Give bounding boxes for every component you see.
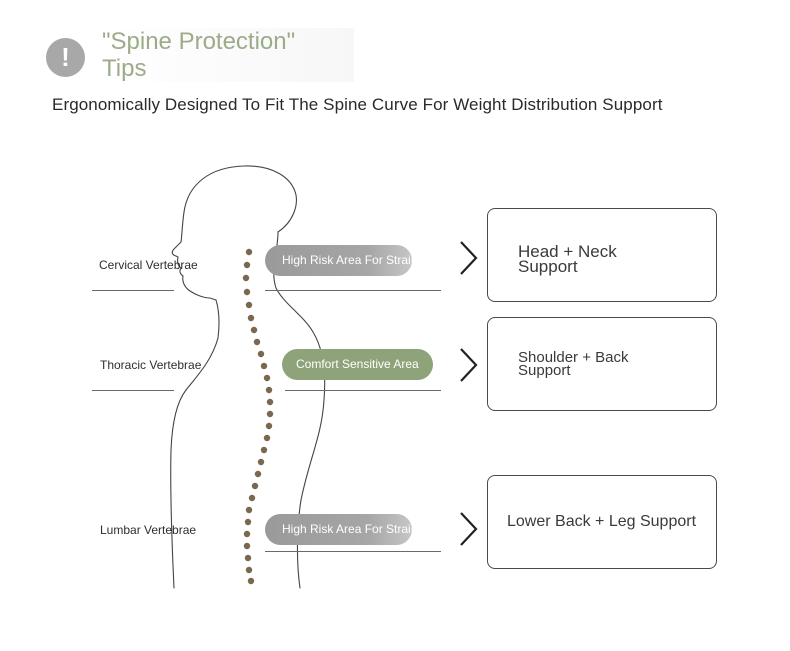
lower-back-leg-support-text: Lower Back + Leg Support — [507, 513, 697, 530]
spine-dot — [265, 422, 273, 430]
title-block: ! "Spine Protection" Tips — [46, 28, 356, 86]
spine-dot — [263, 374, 271, 382]
cervical-risk-area-pill: High Risk Area For Strain — [265, 245, 412, 276]
spine-dot — [243, 542, 251, 550]
cervical-vertebrae-label: Cervical Vertebrae — [99, 258, 198, 272]
chevron-right-icon — [460, 512, 478, 546]
page-title: "Spine Protection" Tips — [102, 28, 354, 82]
spine-dot — [245, 506, 253, 514]
spine-dot — [266, 410, 274, 418]
title-line-2: Tips — [102, 55, 147, 82]
spine-dot — [260, 446, 268, 454]
shoulder-back-line-2: Support — [518, 362, 571, 379]
spine-dot — [266, 398, 274, 406]
spine-dot — [243, 530, 251, 538]
spine-dot — [243, 261, 251, 269]
spine-dots — [242, 248, 274, 585]
shoulder-back-support-box: Shoulder + Back Support — [487, 317, 717, 411]
spine-dot — [257, 350, 265, 358]
spine-dot — [263, 434, 271, 442]
exclamation-icon: ! — [46, 38, 85, 77]
lumbar-vertebrae-label: Lumbar Vertebrae — [100, 523, 197, 537]
lumbar-area-line — [265, 551, 441, 552]
cervical-area-line — [265, 290, 441, 291]
thoracic-comfort-area-pill: Comfort Sensitive Area — [282, 349, 433, 380]
head-neck-support-box: Head + Neck Support — [487, 208, 717, 302]
lumbar-risk-area-pill: High Risk Area For Strain — [265, 514, 412, 545]
spine-dot — [250, 326, 258, 334]
thoracic-area-line — [285, 390, 441, 391]
spine-dot — [243, 288, 251, 296]
spine-dot — [245, 248, 253, 256]
spine-dot — [260, 362, 268, 370]
head-neck-line-2: Support — [518, 257, 578, 276]
lower-back-leg-support-box: Lower Back + Leg Support — [487, 475, 717, 569]
head-neck-line-1: Head + Neck — [518, 242, 617, 261]
spine-dot — [251, 482, 259, 490]
spine-dot — [245, 566, 253, 574]
thoracic-label-line — [92, 390, 174, 391]
title-line-1: "Spine Protection" — [102, 28, 296, 55]
spine-dot — [247, 577, 255, 585]
spine-dot — [254, 470, 262, 478]
cervical-label-line — [92, 290, 174, 291]
thoracic-vertebrae-label: Thoracic Vertebrae — [100, 358, 202, 372]
spine-dot — [244, 518, 252, 526]
spine-dot — [265, 386, 273, 394]
chevron-right-icon — [460, 241, 478, 275]
chevron-right-icon — [460, 348, 478, 382]
spine-dot — [253, 338, 261, 346]
spine-dot — [245, 301, 253, 309]
shoulder-back-support-text: Shoulder + Back Support — [518, 349, 629, 379]
spine-dot — [247, 314, 255, 322]
spine-dot — [244, 554, 252, 562]
spine-dot — [257, 458, 265, 466]
page-subtitle: Ergonomically Designed To Fit The Spine … — [52, 95, 663, 114]
head-neck-support-text: Head + Neck Support — [518, 242, 617, 276]
spine-dot — [248, 494, 256, 502]
spine-dot — [242, 274, 250, 282]
shoulder-back-line-1: Shoulder + Back — [518, 349, 629, 366]
